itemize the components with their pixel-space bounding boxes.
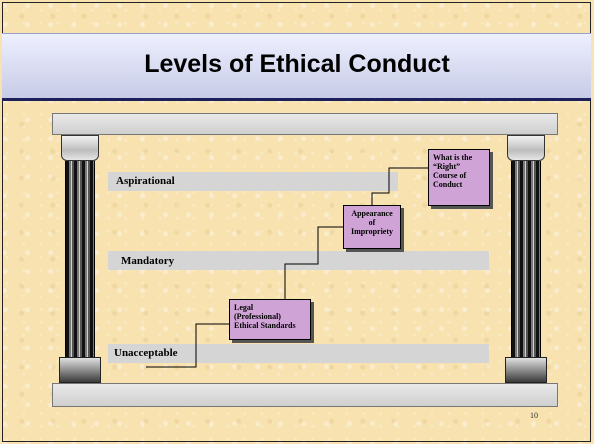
left-column-capital	[61, 135, 99, 161]
appearance-of-impropriety-text: Appearance of Impropriety	[350, 209, 394, 236]
aspirational-band	[108, 172, 398, 191]
right-column	[505, 135, 547, 383]
mandatory-band	[108, 251, 489, 270]
bottom-base-slab	[52, 383, 558, 407]
unacceptable-band	[108, 344, 489, 363]
top-lintel	[52, 113, 558, 135]
stair-line	[284, 226, 345, 300]
legal-standards-box: Legal (Professional) Ethical Standards	[229, 299, 311, 340]
aspirational-label: Aspirational	[116, 175, 175, 187]
stair-line	[146, 303, 232, 368]
left-column	[59, 135, 101, 383]
left-column-shaft	[65, 161, 95, 357]
right-column-base	[505, 357, 547, 383]
appearance-of-impropriety-box: Appearance of Impropriety	[343, 205, 401, 249]
right-column-shaft	[511, 161, 541, 357]
legal-standards-text: Legal (Professional) Ethical Standards	[234, 303, 296, 330]
slide-title: Levels of Ethical Conduct	[144, 50, 450, 78]
left-column-base	[59, 357, 101, 383]
right-course-box: What is the “Right” Course of Conduct	[428, 149, 490, 206]
right-course-text: What is the “Right” Course of Conduct	[433, 153, 473, 189]
right-column-capital	[507, 135, 545, 161]
mandatory-label: Mandatory	[121, 255, 175, 267]
unacceptable-label: Unacceptable	[114, 347, 178, 359]
stair-line	[371, 167, 430, 206]
page-number: 10	[530, 411, 538, 420]
title-band	[2, 33, 591, 101]
